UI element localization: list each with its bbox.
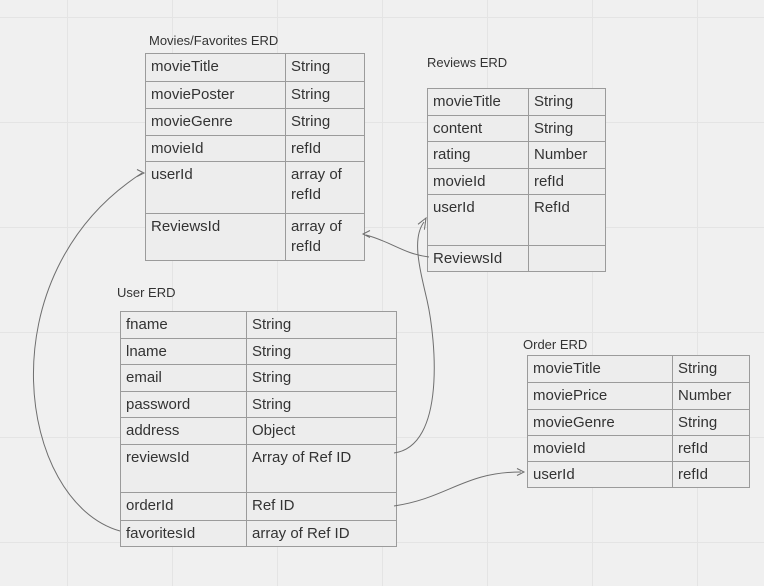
field-type: String bbox=[291, 113, 331, 130]
arrowhead bbox=[136, 169, 146, 177]
field-name: address bbox=[121, 418, 247, 444]
field-name: movieGenre bbox=[146, 109, 286, 135]
field-type: String bbox=[252, 343, 292, 360]
field-type: array of refId bbox=[291, 166, 342, 203]
field-name: movieId bbox=[146, 136, 286, 161]
connector-reviews-ReviewsId-to-movies-ReviewsId[interactable] bbox=[361, 230, 430, 258]
field-type: refId bbox=[291, 140, 322, 157]
table-row[interactable]: ReviewsId array of refId bbox=[146, 213, 364, 260]
erd-table-order[interactable]: movieTitle String moviePrice Number movi… bbox=[527, 355, 750, 488]
field-name: userId bbox=[146, 162, 286, 213]
field-name: userId bbox=[528, 462, 673, 487]
field-name: moviePrice bbox=[528, 383, 673, 409]
field-name: movieTitle bbox=[146, 54, 286, 81]
table-row[interactable]: address Object bbox=[121, 417, 396, 444]
field-type: RefId bbox=[534, 199, 570, 216]
field-name: movieTitle bbox=[528, 356, 673, 382]
field-type: refId bbox=[678, 440, 709, 457]
field-type: String bbox=[252, 316, 292, 333]
table-row[interactable]: reviewsId Array of Ref ID bbox=[121, 444, 396, 492]
field-name: email bbox=[121, 365, 247, 391]
field-name: reviewsId bbox=[121, 445, 247, 492]
field-type: Object bbox=[252, 422, 296, 439]
field-name: moviePoster bbox=[146, 82, 286, 108]
field-type: String bbox=[291, 86, 331, 103]
table-row[interactable]: movieTitle String bbox=[528, 356, 749, 382]
table-row[interactable]: userId RefId bbox=[428, 194, 605, 245]
table-row[interactable]: userId refId bbox=[528, 461, 749, 487]
table-row[interactable]: fname String bbox=[121, 312, 396, 338]
field-name: lname bbox=[121, 339, 247, 364]
table-row[interactable]: movieTitle String bbox=[428, 89, 605, 115]
table-title-reviews[interactable]: Reviews ERD bbox=[427, 55, 508, 70]
field-type: Array of Ref ID bbox=[252, 449, 352, 466]
field-name: rating bbox=[428, 142, 529, 168]
field-type: String bbox=[534, 93, 574, 110]
field-type: String bbox=[291, 58, 331, 75]
field-type: refId bbox=[534, 173, 565, 190]
table-row[interactable]: favoritesId array of Ref ID bbox=[121, 520, 396, 546]
connector-user-orderId-to-order-userId[interactable] bbox=[393, 468, 526, 507]
field-name: userId bbox=[428, 195, 529, 245]
field-type: Number bbox=[534, 146, 588, 163]
field-type: String bbox=[534, 120, 574, 137]
field-type: String bbox=[678, 360, 718, 377]
field-name: password bbox=[121, 392, 247, 417]
field-name: fname bbox=[121, 312, 247, 338]
table-row[interactable]: movieTitle String bbox=[146, 54, 364, 81]
table-title-user[interactable]: User ERD bbox=[117, 285, 176, 300]
table-row[interactable]: moviePoster String bbox=[146, 81, 364, 108]
table-title-order[interactable]: Order ERD bbox=[523, 337, 588, 352]
field-name: movieId bbox=[428, 169, 529, 194]
table-row[interactable]: movieGenre String bbox=[528, 409, 749, 435]
field-name: ReviewsId bbox=[146, 214, 286, 260]
field-type: String bbox=[252, 396, 292, 413]
erd-table-user[interactable]: fname String lname String email String p… bbox=[120, 311, 397, 547]
field-type bbox=[529, 246, 605, 271]
table-row[interactable]: lname String bbox=[121, 338, 396, 364]
field-type: array of Ref ID bbox=[252, 525, 350, 542]
table-row[interactable]: password String bbox=[121, 391, 396, 417]
field-type: String bbox=[678, 414, 718, 431]
field-type: Ref ID bbox=[252, 497, 295, 514]
table-row[interactable]: movieId refId bbox=[528, 435, 749, 461]
arrowhead bbox=[516, 468, 526, 476]
table-row[interactable]: email String bbox=[121, 364, 396, 391]
field-type: array of refId bbox=[291, 218, 342, 255]
field-type: refId bbox=[678, 466, 709, 483]
table-row[interactable]: moviePrice Number bbox=[528, 382, 749, 409]
table-row[interactable]: ReviewsId bbox=[428, 245, 605, 271]
table-row[interactable]: rating Number bbox=[428, 141, 605, 168]
table-row[interactable]: userId array of refId bbox=[146, 161, 364, 213]
table-row[interactable]: movieId refId bbox=[146, 135, 364, 161]
table-row[interactable]: movieId refId bbox=[428, 168, 605, 194]
field-type: Number bbox=[678, 387, 732, 404]
field-name: favoritesId bbox=[121, 521, 247, 546]
field-name: movieGenre bbox=[528, 410, 673, 435]
arrowhead bbox=[417, 216, 427, 230]
table-row[interactable]: orderId Ref ID bbox=[121, 492, 396, 520]
table-row[interactable]: content String bbox=[428, 115, 605, 141]
table-title-movies-favorites[interactable]: Movies/Favorites ERD bbox=[149, 33, 279, 48]
field-type: String bbox=[252, 369, 292, 386]
field-name: orderId bbox=[121, 493, 247, 520]
field-name: movieId bbox=[528, 436, 673, 461]
field-name: movieTitle bbox=[428, 89, 529, 115]
table-row[interactable]: movieGenre String bbox=[146, 108, 364, 135]
erd-table-movies-favorites[interactable]: movieTitle String moviePoster String mov… bbox=[145, 53, 365, 261]
field-name: ReviewsId bbox=[428, 246, 529, 271]
field-name: content bbox=[428, 116, 529, 141]
erd-table-reviews[interactable]: movieTitle String content String rating … bbox=[427, 88, 606, 272]
